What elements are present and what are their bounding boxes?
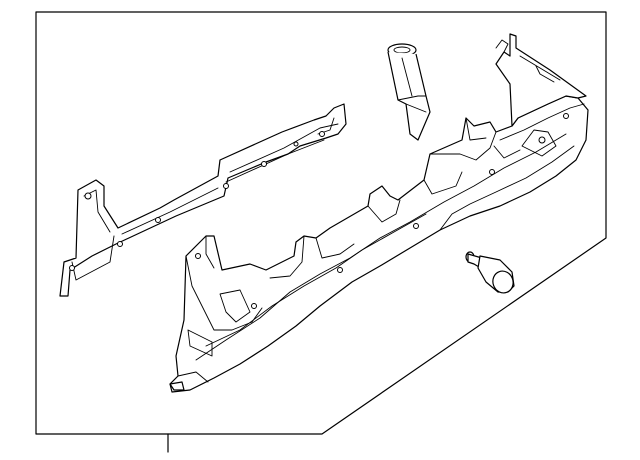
mount-hole <box>251 303 257 309</box>
bolt-hole <box>69 265 75 271</box>
mount-hole <box>195 253 201 259</box>
diagram-frame <box>35 11 607 435</box>
glove-box-frame[interactable] <box>169 33 589 393</box>
mount-hole <box>337 267 343 273</box>
bolt-hole <box>319 131 325 137</box>
bolt-hole <box>84 192 92 200</box>
mount-hole <box>413 223 419 229</box>
reinforcement-bracket[interactable] <box>59 103 347 297</box>
bolt-hole <box>293 141 299 147</box>
mount-hole <box>563 113 569 119</box>
bolt-hole <box>223 183 229 189</box>
mount-hole <box>489 169 495 175</box>
rubber-bumper[interactable] <box>465 251 516 296</box>
bolt-hole <box>155 217 161 223</box>
plastic-clip[interactable] <box>387 43 431 141</box>
mount-hole <box>538 136 546 144</box>
bolt-hole <box>261 161 267 167</box>
bolt-hole <box>117 241 123 247</box>
